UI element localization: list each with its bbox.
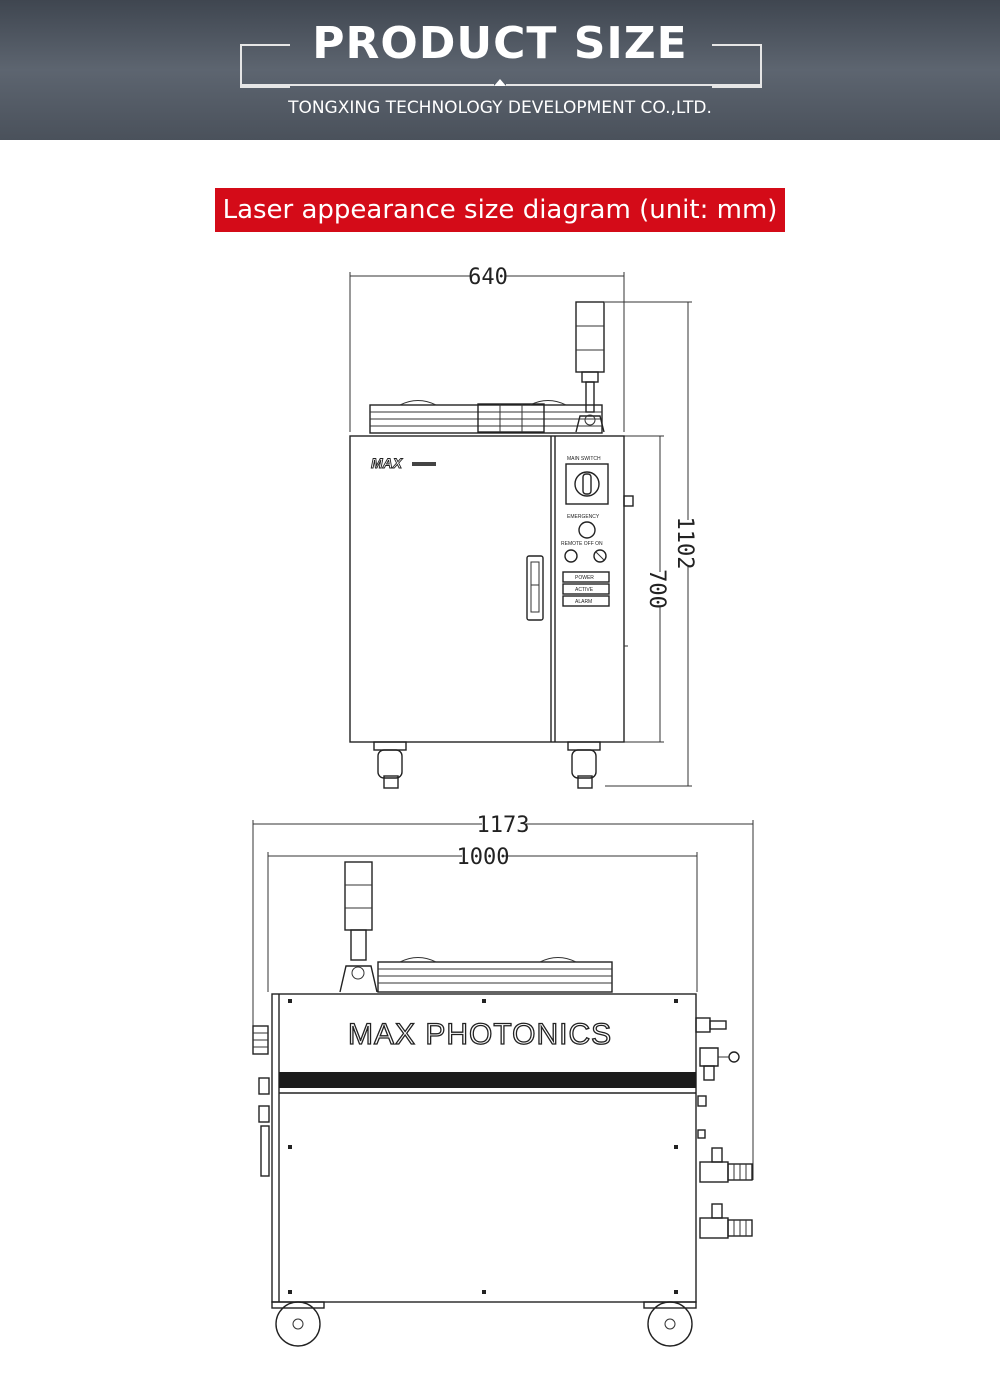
title-frame-right	[712, 44, 762, 88]
front-view: 640 1102 700 MAX	[349, 265, 697, 789]
header-banner: PRODUCT SIZE TONGXING TECHNOLOGY DEVELOP…	[0, 0, 1000, 140]
emergency-label: EMERGENCY	[567, 514, 600, 520]
main-switch-label: MAIN SWITCH	[567, 456, 601, 462]
title-frame-bottom-right	[506, 84, 762, 86]
title-frame-bottom-left	[240, 84, 494, 86]
alarm-label: ALARM	[575, 599, 592, 605]
active-label: ACTIVE	[575, 587, 594, 593]
triangle-icon	[494, 79, 506, 86]
side-view: 1173 1000 MAX PHOTONICS	[252, 813, 754, 1347]
section-label: Laser appearance size diagram (unit: mm)	[215, 188, 785, 232]
front-body-height-dim: 700	[644, 569, 669, 609]
front-width-dim: 640	[468, 265, 508, 290]
side-overall-dim: 1173	[477, 813, 530, 838]
front-total-height-dim: 1102	[672, 517, 697, 570]
side-body-dim: 1000	[457, 845, 510, 870]
power-label: POWER	[575, 575, 594, 581]
company-name: TONGXING TECHNOLOGY DEVELOPMENT CO.,LTD.	[288, 98, 712, 118]
remote-label: REMOTE OFF ON	[561, 541, 603, 547]
front-logo: MAX	[371, 455, 404, 471]
title-frame-left	[240, 44, 290, 88]
side-brand: MAX PHOTONICS	[348, 1018, 612, 1051]
page-title: PRODUCT SIZE	[312, 18, 688, 69]
